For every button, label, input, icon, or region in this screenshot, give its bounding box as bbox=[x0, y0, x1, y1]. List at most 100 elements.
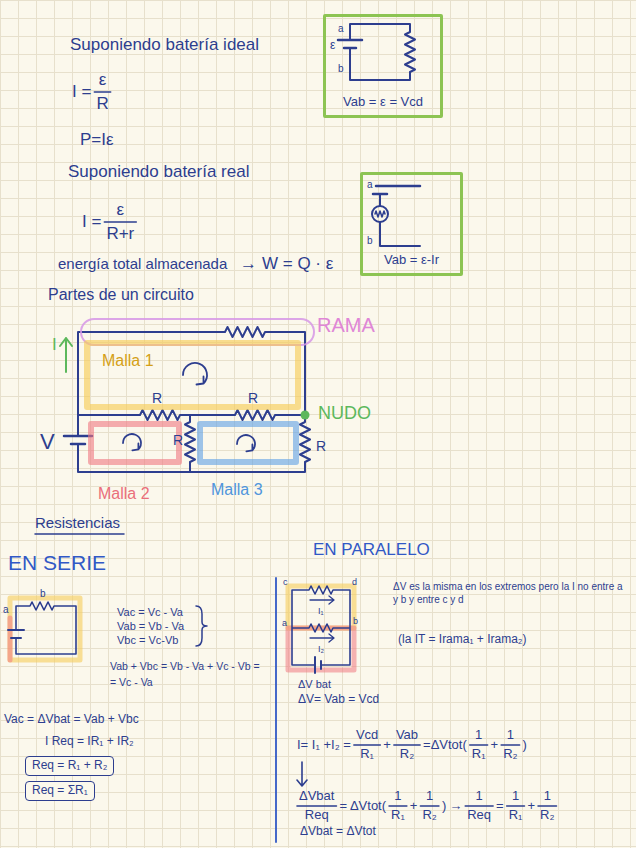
formula-part: R₂ bbox=[422, 808, 436, 823]
section-heading: EN PARALELO bbox=[313, 540, 430, 560]
formula-part: R₁ bbox=[509, 808, 523, 823]
band-label: RAMA bbox=[317, 314, 375, 337]
node-dot bbox=[301, 411, 310, 420]
formula-part: =ΔVtot( bbox=[423, 738, 467, 753]
fraction-bar bbox=[297, 805, 336, 807]
series-battery bbox=[8, 630, 24, 638]
note-heading: Suponiendo batería real bbox=[68, 162, 249, 182]
mesh-loop: Malla 1 bbox=[84, 340, 301, 410]
formula-part: R₂ bbox=[400, 747, 414, 762]
formula-text: Req = R₁ + R₂ bbox=[32, 759, 107, 773]
formula-part: Req bbox=[467, 808, 491, 823]
circuit-label: Vab = ε-Ir bbox=[384, 253, 439, 268]
circuit-outer-wire bbox=[78, 327, 310, 472]
formula-part: 1 bbox=[394, 789, 401, 804]
resistor-label: R bbox=[316, 438, 326, 454]
current-arrow bbox=[310, 596, 334, 642]
circuit-label: b bbox=[338, 63, 344, 75]
formula-text: W = Q · ε bbox=[262, 254, 333, 274]
heading-underline bbox=[35, 533, 124, 535]
formula-part: R₂ bbox=[540, 808, 554, 823]
formula-text: Vab + Vbc = Vb - Va + Vc - Vb = bbox=[110, 660, 260, 672]
circuit-label: a bbox=[338, 23, 344, 35]
fraction-bar bbox=[354, 744, 380, 746]
resistor-label: R bbox=[173, 432, 183, 448]
formula-part: ΔVbat bbox=[299, 789, 334, 804]
note-text: ΔV es la misma en los extremos pero la I… bbox=[393, 580, 628, 606]
mesh-loop: Malla 3 bbox=[197, 421, 299, 465]
fraction-bar bbox=[394, 744, 420, 746]
fraction-bar bbox=[420, 805, 438, 807]
formula-part: ) bbox=[442, 799, 446, 814]
formula-part: Vab bbox=[396, 728, 418, 743]
formula-text: P=Iε bbox=[80, 130, 114, 150]
formula-part: R+r bbox=[106, 224, 134, 244]
mesh-label: Malla 1 bbox=[102, 352, 154, 370]
formula-part: R bbox=[96, 94, 108, 114]
circuit-vertical-wire bbox=[185, 415, 195, 472]
formula-part: + bbox=[410, 799, 418, 814]
voltage-label: V bbox=[40, 429, 55, 454]
real-battery-plates bbox=[373, 186, 420, 194]
mesh-loop: Malla 2 bbox=[88, 421, 182, 465]
point-label: b bbox=[353, 616, 358, 626]
ideal-battery-box: aεbVab = ε = Vcd bbox=[323, 14, 443, 118]
fraction-bar bbox=[104, 221, 136, 223]
formula-part: I= I₁ +I₂ = bbox=[297, 738, 351, 753]
resistor-label: R bbox=[248, 390, 258, 406]
formula-text: ΔV bat bbox=[298, 678, 331, 691]
formula-part: R₂ bbox=[503, 747, 517, 762]
fraction-bar bbox=[465, 805, 493, 807]
formula-part: ) bbox=[523, 738, 527, 753]
node-label: NUDO bbox=[318, 403, 371, 424]
note-heading: Partes de un circuito bbox=[48, 286, 194, 304]
mesh-label: Malla 3 bbox=[211, 481, 263, 499]
current-arrow bbox=[60, 338, 72, 372]
fraction-bar bbox=[538, 805, 556, 807]
formula-part: 1 bbox=[426, 789, 433, 804]
point-label: a bbox=[282, 618, 287, 628]
resistor-label: R bbox=[152, 390, 162, 406]
parallel-circuit bbox=[292, 586, 350, 665]
real-battery-box: abVab = ε-Ir bbox=[360, 172, 463, 276]
current-label: I bbox=[52, 335, 57, 355]
formula-part: I = bbox=[72, 82, 91, 102]
fraction-bar bbox=[94, 91, 110, 93]
formula-part: = ΔVtot( bbox=[339, 799, 386, 814]
formula-part: = bbox=[496, 799, 504, 814]
internal-resistance-circle bbox=[372, 206, 388, 222]
circuit-label: a bbox=[367, 179, 373, 191]
formula-text: Vac = Vc - Va bbox=[117, 606, 183, 619]
fraction-bar bbox=[389, 805, 407, 807]
arrow-symbol: → bbox=[240, 254, 257, 274]
formula-part: + bbox=[491, 738, 499, 753]
formula-part: ε bbox=[99, 70, 107, 90]
parallel-highlight bbox=[288, 586, 354, 628]
formula-text: I Req = IR₁ + IR₂ bbox=[45, 735, 134, 749]
formula-part: 1 bbox=[544, 789, 551, 804]
fraction-bar bbox=[507, 805, 525, 807]
mesh-arrow bbox=[237, 435, 255, 451]
mesh-arrow bbox=[183, 363, 207, 384]
formula-part: → bbox=[449, 799, 462, 814]
circuit-label: ε bbox=[330, 39, 335, 53]
result-box: Req = R₁ + R₂ bbox=[25, 756, 114, 776]
formula-part: R₁ bbox=[472, 747, 486, 762]
implication-arrow bbox=[297, 762, 307, 786]
formula-text: Vac = ΔVbat = Vab + Vbc bbox=[4, 713, 139, 727]
current-label: I₂ bbox=[318, 644, 324, 654]
current-label: I₁ bbox=[318, 606, 324, 616]
section-heading: Resistencias bbox=[35, 514, 120, 531]
ideal-battery-circuit bbox=[350, 24, 415, 80]
note-text: energía total almacenada bbox=[58, 255, 227, 272]
point-label: c bbox=[283, 577, 288, 587]
fraction-bar bbox=[501, 744, 519, 746]
point-label: b bbox=[40, 588, 46, 600]
formula-part: I = bbox=[82, 212, 101, 232]
mesh-label: Malla 2 bbox=[98, 485, 150, 503]
formula-part: Req bbox=[305, 808, 329, 823]
battery-plates bbox=[338, 40, 362, 48]
internal-resistance-symbol bbox=[375, 211, 385, 217]
point-label: d bbox=[352, 577, 357, 587]
